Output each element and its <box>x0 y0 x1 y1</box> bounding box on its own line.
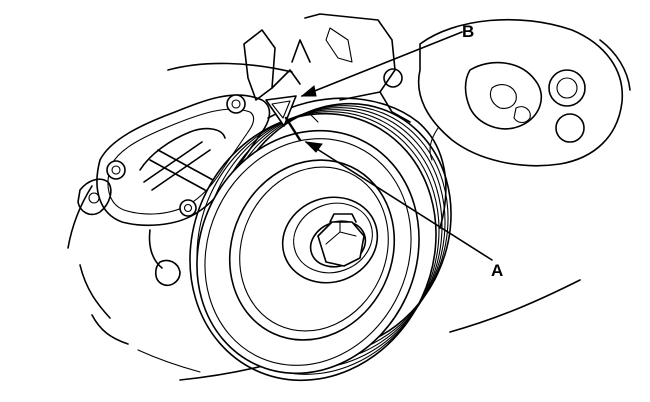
pulley-timing-mark <box>284 113 319 142</box>
arrowhead-a <box>304 141 323 153</box>
arrowhead-b <box>300 85 317 97</box>
callout-label-b: B <box>462 22 474 41</box>
timing-pointer <box>265 95 297 127</box>
crankshaft-pulley <box>189 97 452 382</box>
accessory-unit <box>417 18 631 167</box>
leader-line-b <box>301 31 463 97</box>
upper-block <box>243 13 411 123</box>
leader-line-a <box>305 141 493 261</box>
callout-label-a: A <box>491 261 503 280</box>
callout-leader-lines <box>300 31 493 261</box>
